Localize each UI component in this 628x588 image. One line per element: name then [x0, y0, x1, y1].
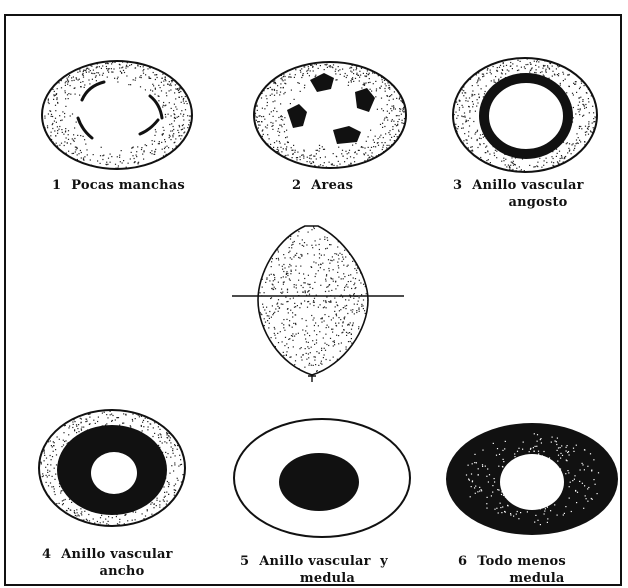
section-6-all-but-pith	[446, 423, 618, 535]
caption-2-number: 2	[292, 177, 301, 194]
caption-3-title: Anillo vascular	[472, 178, 583, 193]
section-2-areas	[254, 62, 407, 169]
caption-2-title: Areas	[311, 178, 353, 193]
caption-2: 2 Areas	[292, 177, 353, 194]
caption-5-subtitle: medula	[240, 570, 415, 587]
caption-6-subtitle: medula	[458, 570, 608, 587]
caption-5-number: 5	[240, 553, 249, 570]
caption-6-title: Todo menos	[477, 554, 566, 569]
caption-3: 3 Anillo vascular angosto	[453, 177, 603, 211]
caption-4-title: Anillo vascular	[61, 547, 172, 562]
caption-4: 4 Anillo vascular ancho	[42, 546, 202, 580]
caption-6-number: 6	[458, 553, 467, 570]
caption-1: 1 Pocas manchas	[52, 177, 185, 194]
section-3-narrow-ring	[453, 58, 597, 172]
caption-5-title: Anillo vascular y	[259, 554, 388, 569]
longitudinal-tuber-view	[232, 225, 404, 382]
section-4-wide-ring	[39, 410, 185, 527]
caption-5: 5 Anillo vascular y medula	[240, 553, 415, 587]
caption-1-title: Pocas manchas	[71, 178, 185, 193]
section-1-few-spots	[42, 61, 193, 170]
caption-4-subtitle: ancho	[42, 563, 202, 580]
caption-3-number: 3	[453, 177, 462, 194]
caption-3-subtitle: angosto	[453, 194, 603, 211]
caption-4-number: 4	[42, 546, 51, 563]
caption-1-number: 1	[52, 177, 61, 194]
caption-6: 6 Todo menos medula	[458, 553, 608, 587]
section-5-ring-and-pith	[234, 419, 410, 537]
